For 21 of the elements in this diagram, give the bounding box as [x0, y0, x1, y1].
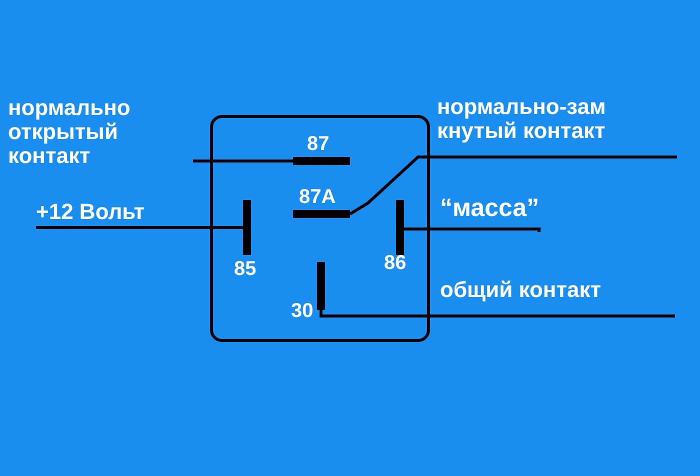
contact-label: “масса” [440, 196, 540, 232]
pin-terminal [293, 210, 350, 218]
wire [193, 160, 293, 162]
pin-number: 87A [299, 186, 336, 208]
pin-terminal [243, 200, 251, 255]
wire [404, 228, 541, 232]
pin-number: 85 [234, 258, 256, 280]
contact-label: +12 Вольт [36, 200, 236, 231]
relay-body [210, 115, 430, 342]
pin-terminal [396, 200, 404, 255]
pin-terminal [317, 262, 325, 310]
contact-label: общий контакт [440, 278, 675, 319]
pin-number: 87 [307, 133, 330, 155]
wire [320, 310, 675, 318]
contact-label: нормально-зам кнутый контакт [437, 95, 677, 159]
pin-terminal [293, 157, 350, 165]
contact-label: нормально открытый контакт [8, 96, 193, 174]
pin-number: 86 [384, 252, 406, 274]
wire [36, 226, 243, 229]
pin-number: 30 [291, 300, 314, 322]
wire [349, 156, 677, 216]
